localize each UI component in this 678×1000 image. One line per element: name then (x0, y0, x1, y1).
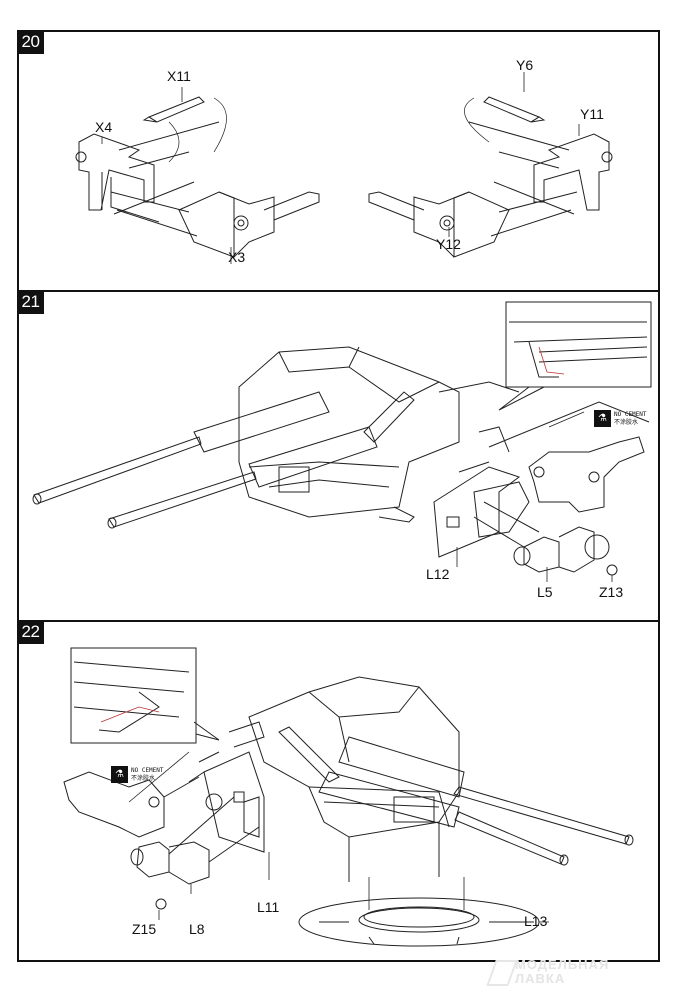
no-glue-icon: ⚗ (111, 766, 128, 783)
part-label-x11: X11 (167, 68, 191, 84)
part-label-x4: X4 (95, 119, 113, 135)
shell-x11 (142, 96, 227, 163)
breech-assembly-right (368, 121, 613, 258)
watermark-line1: МОДЕЛЬНАЯ (515, 957, 610, 972)
gun-mount (238, 346, 520, 523)
detail-inset (70, 647, 220, 744)
gun-barrels (318, 736, 634, 866)
part-label-z13: Z13 (599, 584, 624, 600)
note-text-en: NO CEMENT (131, 766, 164, 774)
watermark-line2: ЛАВКА (515, 971, 566, 986)
part-label-l8: L8 (189, 921, 205, 937)
breech-assembly (488, 401, 650, 513)
step-20-panel: 20 (17, 30, 660, 292)
step-21-drawing (32, 301, 652, 582)
step-21-panel: 21 (17, 290, 660, 622)
breech-assembly-left (75, 121, 320, 258)
step-number-badge: 21 (17, 290, 44, 314)
side-plate-l11 (188, 751, 265, 853)
part-label-y12: Y12 (436, 236, 461, 252)
part-label-y6: Y6 (516, 57, 534, 73)
note-text-cn: 不涂胶水 (131, 774, 156, 782)
step-22-drawing (63, 647, 634, 947)
part-label-l12: L12 (426, 566, 450, 582)
step-number-badge: 20 (17, 30, 44, 54)
part-label-l11: L11 (257, 899, 280, 915)
note-text-cn: 不涂胶水 (614, 418, 639, 426)
sight-l8 (130, 796, 260, 910)
part-label-z15: Z15 (132, 921, 157, 937)
part-label-x3: X3 (228, 249, 246, 265)
side-plate-l12 (433, 426, 530, 558)
shell-y6 (464, 96, 546, 143)
gun-mount (228, 676, 460, 882)
watermark: МОДЕЛЬНАЯ ЛАВКА (486, 957, 610, 986)
sight-l5 (473, 501, 618, 576)
note-text-en: NO CEMENT (614, 410, 647, 418)
step-number-badge: 22 (17, 620, 44, 644)
base-ring-l13 (298, 877, 540, 947)
detail-inset (498, 301, 652, 411)
step-20-drawing (75, 72, 613, 264)
part-label-l5: L5 (537, 584, 553, 600)
part-label-y11: Y11 (580, 106, 604, 122)
gun-barrels (32, 391, 378, 529)
no-glue-icon: ⚗ (594, 410, 611, 427)
step-22-panel: 22 (17, 620, 660, 962)
part-label-l13: L13 (524, 913, 548, 929)
